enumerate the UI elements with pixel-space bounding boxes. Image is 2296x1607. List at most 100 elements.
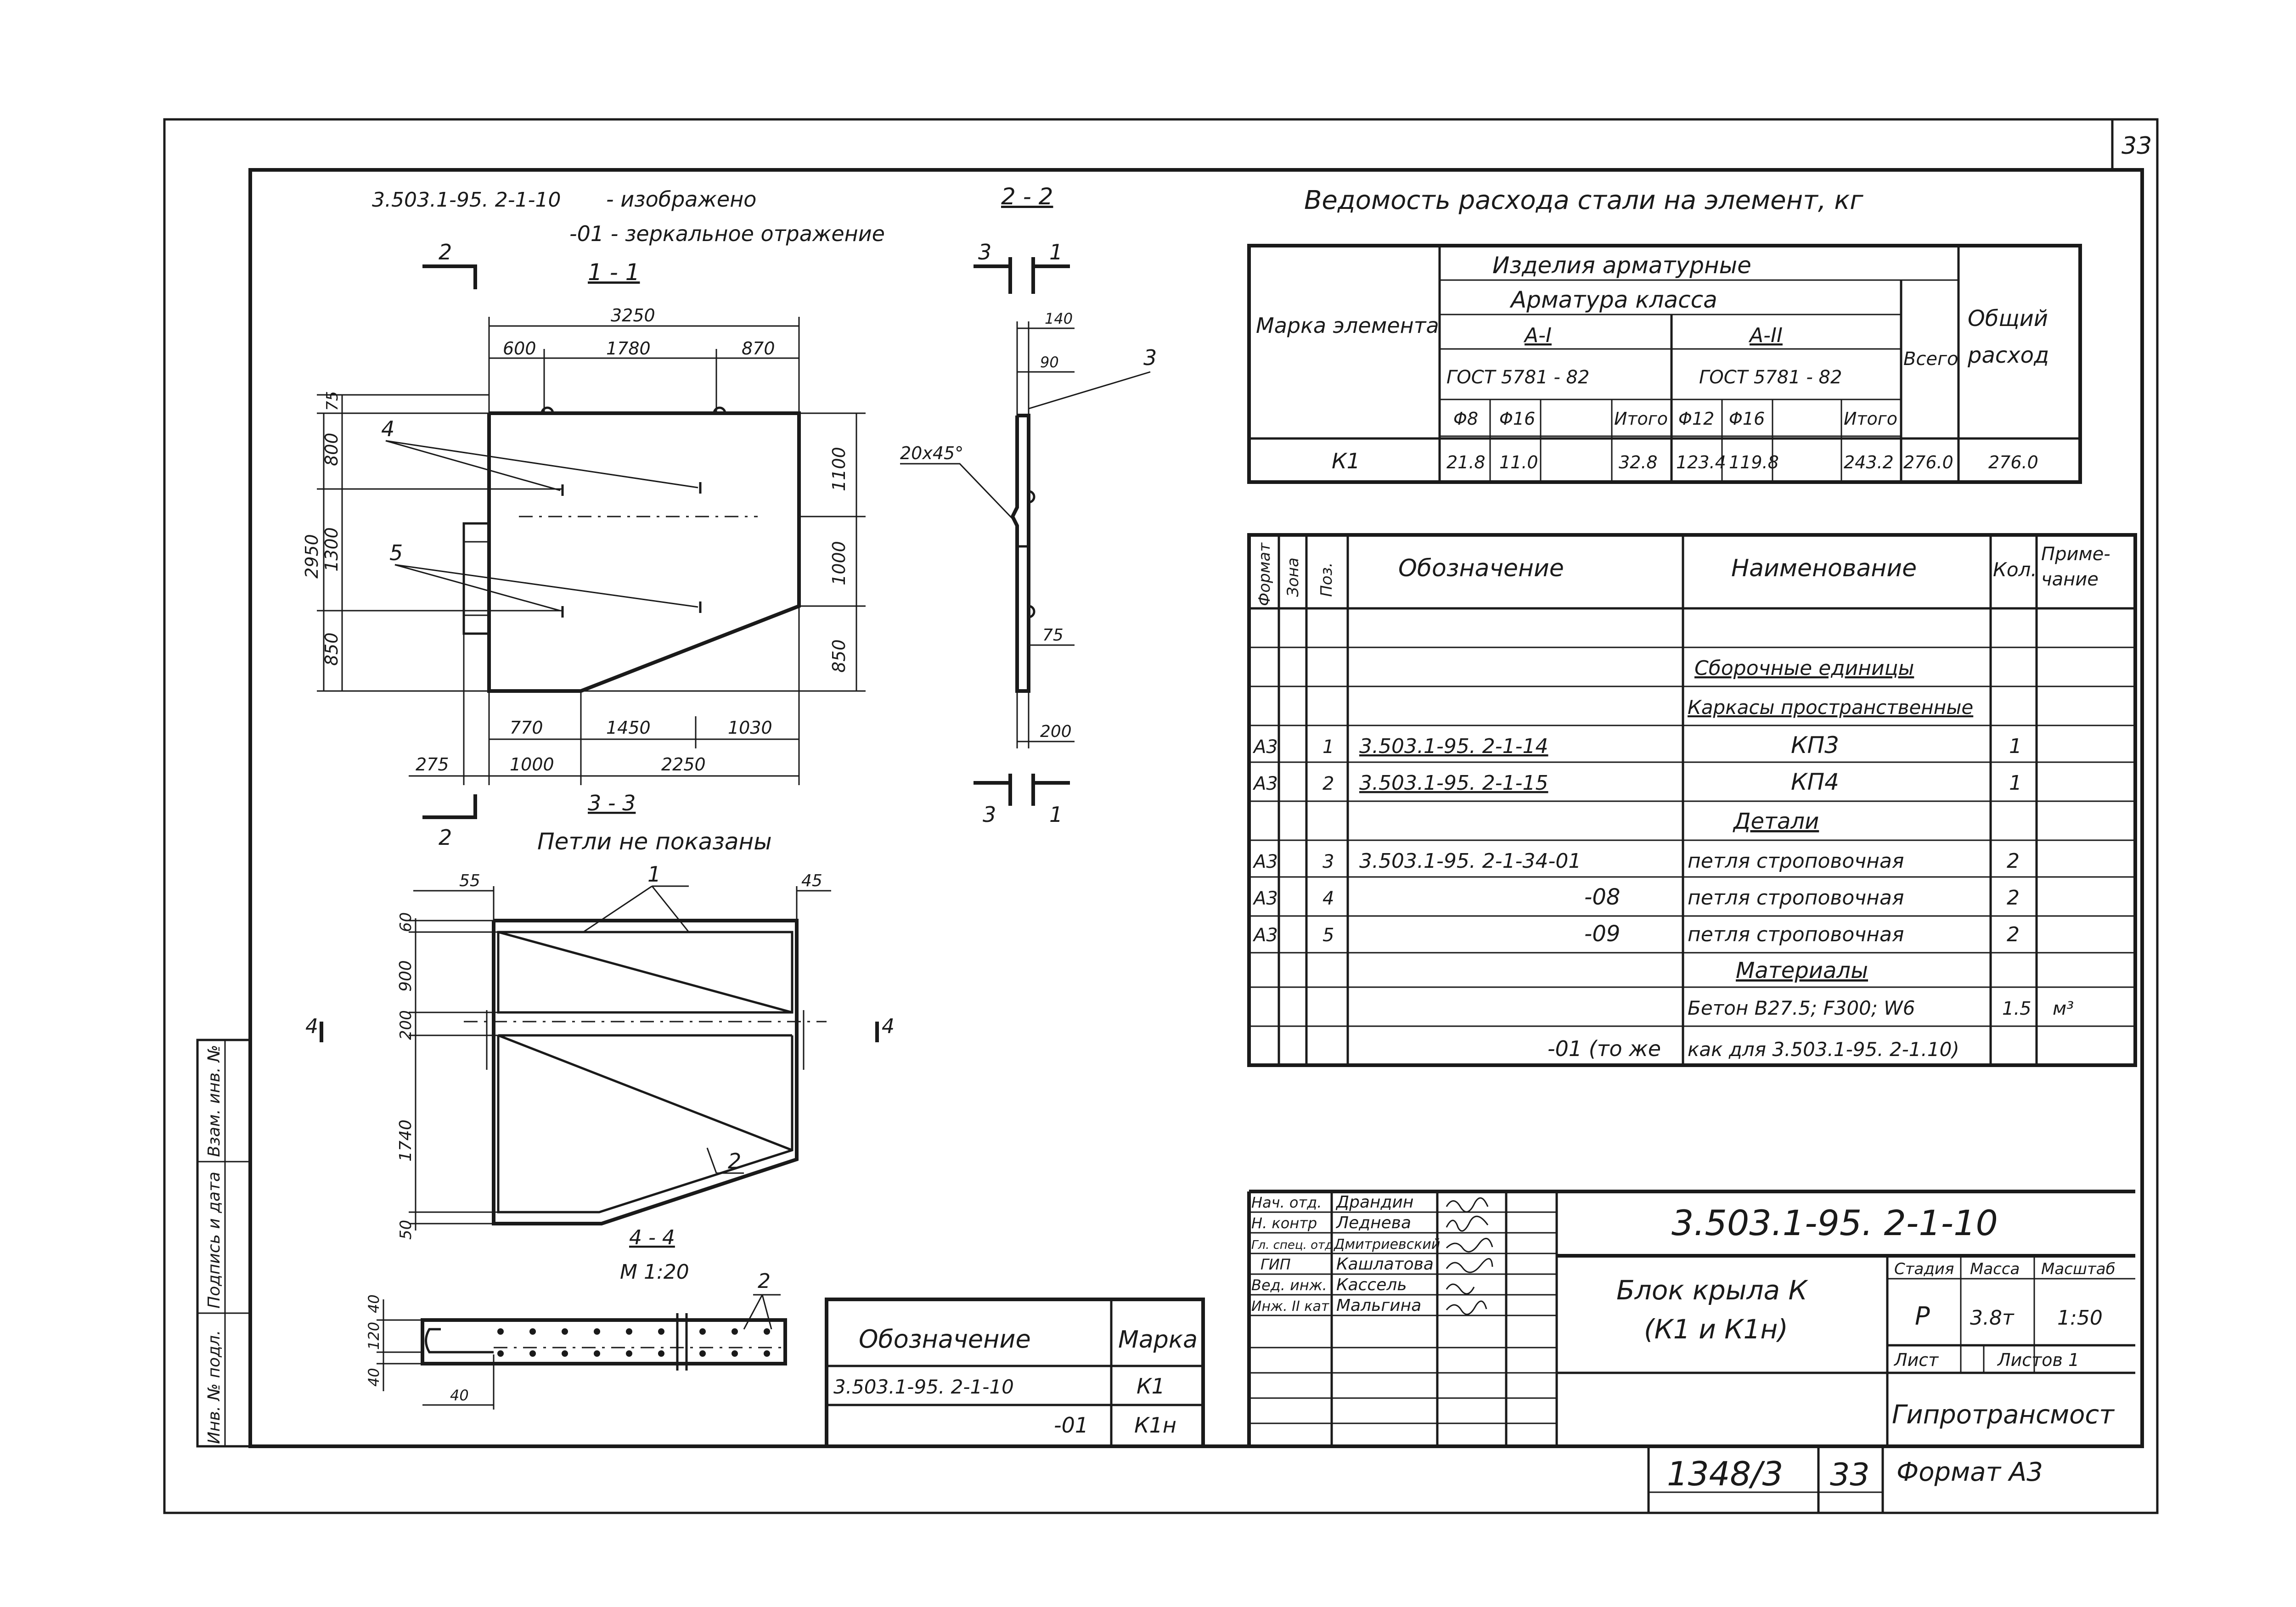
spec-r4-des: 3.503.1-95. 2-1-14 <box>1359 735 1548 758</box>
spec-r8-pos: 4 <box>1322 888 1334 909</box>
section-2-2-profile <box>1010 414 1030 693</box>
spec-r9-qty: 2 <box>2007 923 2020 946</box>
steel-sub-phi16b: Φ16 <box>1729 409 1765 429</box>
page-number: 33 <box>1830 1457 1870 1493</box>
marking-table: Обозначение Марка 3.503.1-95. 2-1-10 К1 … <box>825 1298 1205 1448</box>
spec-r5-fmt: А3 <box>1252 773 1278 794</box>
marking-col2-header: Марка <box>1118 1326 1198 1354</box>
dim-2950: 2950 <box>302 534 322 579</box>
spec-r8-name: петля строповочная <box>1688 886 1904 910</box>
spec-r11-name: Бетон В27.5; F300; W6 <box>1688 997 1915 1019</box>
spec-r7-qty: 2 <box>2007 849 2020 873</box>
steel-gost2: ГОСТ 5781 - 82 <box>1699 367 1842 388</box>
spec-r9-pos: 5 <box>1322 925 1334 946</box>
dim-1740: 1740 <box>396 1119 415 1162</box>
side-inv-label: Инв. № подл. <box>205 1330 224 1444</box>
archive-number: 1348/3 <box>1667 1455 1783 1493</box>
steel-val-5: 123.4 <box>1676 452 1726 472</box>
header-doc-ref: 3.503.1-95. 2-1-10 <box>372 188 561 212</box>
dim-200-section: 200 <box>1040 722 1072 741</box>
view-3-3-subtitle: Петли не показаны <box>537 828 772 855</box>
steel-group-label: Изделия арматурные <box>1492 252 1751 279</box>
steel-overall-value: 276.0 <box>1988 452 2038 472</box>
title-line1: Блок крыла К <box>1616 1275 1809 1306</box>
dim-850-right: 850 <box>829 639 849 673</box>
view-2-2: 2 - 2 3 1 3 1 140 90 75 200 3 <box>900 183 1157 827</box>
spec-r9-fmt: А3 <box>1252 925 1278 946</box>
rebar-dots-top <box>497 1328 770 1335</box>
steel-sub-headers: Φ8 Φ16 Итого Φ12 Φ16 Итого <box>1453 409 1897 429</box>
view-4-4: 4 - 4 М 1:20 2 40 120 40 40 <box>365 1226 787 1410</box>
signer-2-role: Н. контр <box>1251 1214 1317 1232</box>
steel-val-6: 119.8 <box>1729 452 1779 472</box>
dim-1450: 1450 <box>606 718 651 738</box>
section-4-right: 4 <box>882 1015 895 1038</box>
spec-r11-note: м³ <box>2053 998 2074 1019</box>
stage-value: Р <box>1915 1302 1930 1331</box>
signer-6-role: Инж. II кат <box>1251 1298 1330 1315</box>
spec-h-note-1: Приме- <box>2041 544 2110 565</box>
spec-r5-name: КП4 <box>1791 769 1839 795</box>
scale-value: 1:50 <box>2057 1306 2103 1330</box>
marking-row1-des: 3.503.1-95. 2-1-10 <box>833 1376 1014 1398</box>
spec-h-qty: Кол. <box>1993 558 2037 581</box>
callout-2-v4: 2 <box>758 1270 771 1293</box>
dim-40-a: 40 <box>365 1294 383 1313</box>
dim-1000-right: 1000 <box>829 541 849 585</box>
sheets-label: Листов 1 <box>1997 1350 2079 1370</box>
callout-2: 2 <box>728 1149 741 1174</box>
dim-1100: 1100 <box>829 447 849 491</box>
signer-3-role: Гл. спец. отд <box>1251 1238 1333 1252</box>
spec-r8-qty: 2 <box>2007 886 2020 910</box>
signer-6-name: Мальгина <box>1336 1296 1421 1315</box>
spec-r6-name: Детали <box>1733 809 1819 834</box>
spec-r2-name: Сборочные единицы <box>1694 657 1914 680</box>
signer-3-name: Дмитриевский <box>1333 1236 1440 1253</box>
marking-col1-header: Обозначение <box>859 1325 1031 1354</box>
mark-3-bottom: 3 <box>983 802 996 827</box>
side-sign-label: Подпись и дата <box>205 1172 224 1309</box>
dim-75-section: 75 <box>1042 626 1064 645</box>
steel-val-2: 11.0 <box>1499 452 1538 472</box>
frame-3-3-outline <box>492 919 799 1225</box>
spec-r5-qty: 1 <box>2009 771 2022 795</box>
spec-h-format: Формат <box>1255 542 1274 606</box>
spec-h-des: Обозначение <box>1398 555 1564 582</box>
callout-3: 3 <box>1143 345 1157 370</box>
steel-table-title: Ведомость расхода стали на элемент, кг <box>1304 185 1863 215</box>
dim-40-b: 40 <box>365 1368 383 1387</box>
steel-class-label: Арматура класса <box>1509 287 1717 313</box>
steel-overall-label: Общий <box>1968 306 2048 332</box>
signer-1-role: Нач. отд. <box>1251 1194 1322 1211</box>
spec-r4-pos: 1 <box>1322 736 1334 758</box>
steel-class2: А-II <box>1748 324 1783 347</box>
signer-4-role: ГИП <box>1261 1256 1291 1273</box>
callout-4: 4 <box>381 416 394 441</box>
dim-2250: 2250 <box>661 754 706 775</box>
signature-marks <box>1446 1197 1493 1315</box>
signer-2-name: Леднева <box>1335 1214 1411 1232</box>
section-4-left: 4 <box>305 1015 318 1038</box>
dim-55: 55 <box>459 871 480 890</box>
dim-200-v3: 200 <box>397 1010 415 1040</box>
dim-1030: 1030 <box>728 718 772 738</box>
dim-800: 800 <box>321 433 342 466</box>
dim-90: 90 <box>1040 354 1059 371</box>
dim-60: 60 <box>397 912 415 932</box>
dim-275: 275 <box>416 754 449 775</box>
spec-table: Формат Зона Поз. Обозначение Наименовани… <box>1247 533 2137 1067</box>
chamfer-label: 20x45° <box>900 443 963 463</box>
steel-val-8: 243.2 <box>1844 452 1894 472</box>
spec-h-zone: Зона <box>1284 557 1302 597</box>
spec-h-note-2: чание <box>2041 569 2099 590</box>
outer-frame <box>163 118 2159 1514</box>
sheet-number: 33 <box>2122 132 2152 160</box>
mass-label: Масса <box>1970 1260 2020 1278</box>
callout-1: 1 <box>647 862 661 887</box>
marking-row2-mark: К1н <box>1134 1413 1176 1438</box>
wing-block-outline <box>487 411 801 693</box>
spec-r4-name: КП3 <box>1791 732 1839 759</box>
spec-r7-pos: 3 <box>1322 851 1334 872</box>
spec-h-name: Наименование <box>1731 555 1917 582</box>
dim-850-left: 850 <box>321 632 342 666</box>
